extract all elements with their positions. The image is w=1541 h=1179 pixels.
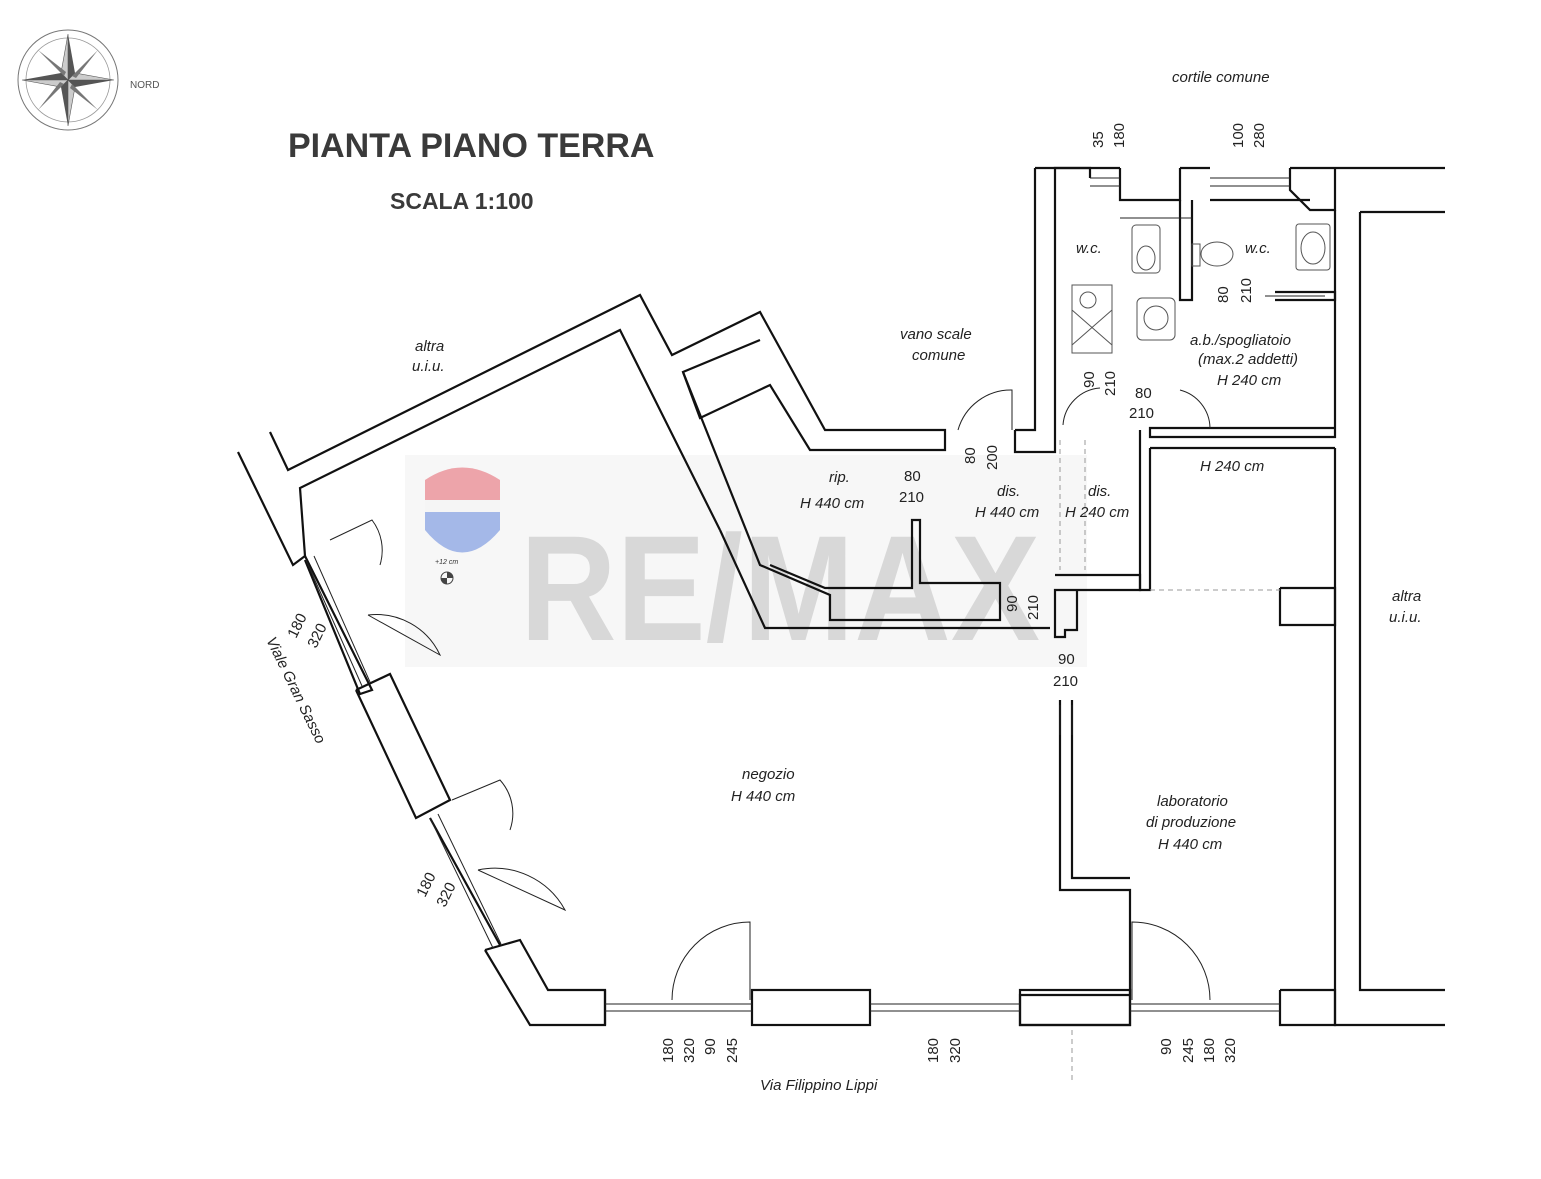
room-rip-line2: H 440 cm	[800, 495, 864, 512]
room-vano-scale-line1: vano scale	[900, 326, 972, 343]
compass-rose-icon	[17, 29, 119, 131]
dim-south-door1-b: 320	[681, 1038, 698, 1063]
dim-top-window-1-a: 35	[1090, 131, 1107, 148]
street-north-label: cortile comune	[1172, 69, 1270, 86]
room-dis1-line2: H 440 cm	[975, 504, 1039, 521]
room-altra-e-line2: u.i.u.	[1389, 609, 1422, 626]
door-swings	[329, 217, 1325, 1080]
room-dis1-line1: dis.	[997, 483, 1020, 500]
room-lab-line2: di produzione	[1146, 814, 1236, 831]
dim-south-window-a: 180	[925, 1038, 942, 1063]
dim-south-door1-c: 90	[702, 1038, 719, 1055]
dim-south-door2-c: 180	[1201, 1038, 1218, 1063]
room-lab-line3: H 440 cm	[1158, 836, 1222, 853]
dim-mid-door-a: 90	[1004, 595, 1021, 612]
dim-wc-door-left2-b: 210	[1129, 405, 1154, 422]
dim-stair-door-a: 80	[962, 447, 979, 464]
dim-top-window-2-a: 100	[1230, 123, 1247, 148]
room-spogliatoio-line3: H 240 cm	[1217, 372, 1281, 389]
dim-south-door2-d: 320	[1222, 1038, 1239, 1063]
dim-top-window-1-b: 180	[1111, 123, 1128, 148]
dim-mid-door-b: 210	[1025, 595, 1042, 620]
north-label: NORD	[130, 80, 159, 91]
room-lab-line1: laboratorio	[1157, 793, 1228, 810]
dim-lab-door-a: 90	[1058, 651, 1075, 668]
dim-south-door2-b: 245	[1180, 1038, 1197, 1063]
room-upper-height: H 240 cm	[1200, 458, 1264, 475]
room-dis2-line2: H 240 cm	[1065, 504, 1129, 521]
room-altra-e-line1: altra	[1392, 588, 1421, 605]
dim-west-window-1-b: 320	[304, 621, 330, 651]
room-spogliatoio-line1: a.b./spogliatoio	[1190, 332, 1291, 349]
dim-south-door2-a: 90	[1158, 1038, 1175, 1055]
room-altra-nw-line2: u.i.u.	[412, 358, 445, 375]
dim-wc-door-left-b: 210	[1102, 371, 1119, 396]
bathroom-fixtures	[440, 223, 1331, 585]
level-mark: +12 cm	[435, 559, 458, 566]
dim-south-window-b: 320	[947, 1038, 964, 1063]
dim-wc-door-right-a: 80	[1215, 286, 1232, 303]
dim-west-window-1-a: 180	[284, 611, 310, 641]
dim-top-window-2-b: 280	[1251, 123, 1268, 148]
room-labels: altra u.i.u. altra u.i.u. vano scale com…	[412, 240, 1422, 853]
room-rip-line1: rip.	[829, 469, 850, 486]
room-altra-nw-line1: altra	[415, 338, 444, 355]
dim-rip-door-b: 210	[899, 489, 924, 506]
dim-west-window-2-a: 180	[413, 870, 439, 900]
plan-title: PIANTA PIANO TERRA	[288, 127, 654, 165]
dim-west-window-2-b: 320	[433, 880, 459, 910]
dim-south-door1-d: 245	[724, 1038, 741, 1063]
street-south-label: Via Filippino Lippi	[760, 1077, 878, 1094]
dim-south-door1-a: 180	[660, 1038, 677, 1063]
dim-stair-door-b: 200	[984, 445, 1001, 470]
dim-wc-door-left2-a: 80	[1135, 385, 1152, 402]
dim-wc-door-left-a: 90	[1081, 371, 1098, 388]
room-wc-right: w.c.	[1245, 240, 1271, 257]
dim-lab-door-b: 210	[1053, 673, 1078, 690]
room-dis2-line1: dis.	[1088, 483, 1111, 500]
dim-rip-door-a: 80	[904, 468, 921, 485]
room-negozio-line1: negozio	[742, 766, 795, 783]
room-vano-scale-line2: comune	[912, 347, 965, 364]
room-negozio-line2: H 440 cm	[731, 788, 795, 805]
room-spogliatoio-line2: (max.2 addetti)	[1198, 351, 1298, 368]
room-wc-left: w.c.	[1076, 240, 1102, 257]
watermark: RE/MAX	[405, 455, 1087, 672]
dimension-labels: 35 180 100 280 80 210 90 210 80 210 80 2…	[284, 123, 1268, 1063]
scale-label: SCALA 1:100	[390, 188, 534, 214]
dim-wc-door-right-b: 210	[1238, 278, 1255, 303]
watermark-text: RE/MAX	[520, 504, 1040, 672]
